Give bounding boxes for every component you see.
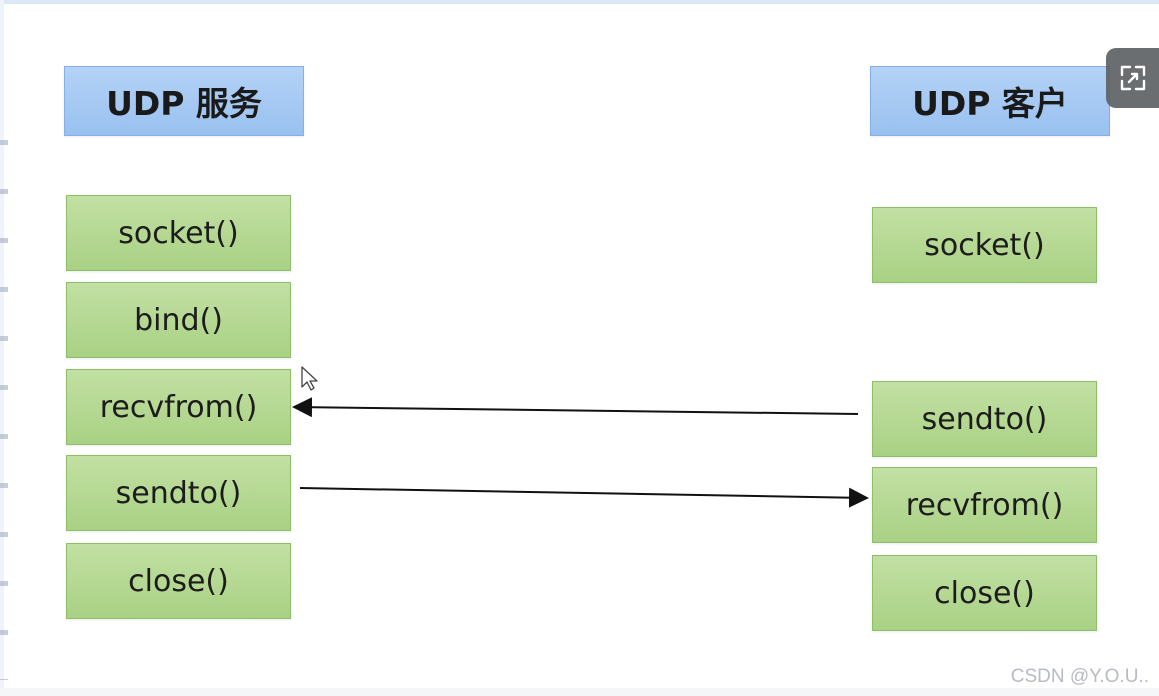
bottom-border bbox=[0, 688, 1159, 696]
server-to-client-arrow bbox=[299, 487, 869, 508]
client-step-recvfrom: recvfrom() bbox=[872, 467, 1097, 543]
server-header: UDP 服务 bbox=[64, 66, 304, 136]
server-step-bind: bind() bbox=[66, 282, 291, 358]
left-margin-marks bbox=[0, 120, 8, 680]
client-to-server-arrow bbox=[292, 397, 859, 418]
pointer-cursor-icon bbox=[301, 366, 318, 391]
expand-button[interactable] bbox=[1106, 48, 1159, 108]
client-step-sendto: sendto() bbox=[872, 381, 1097, 457]
expand-icon bbox=[1120, 65, 1145, 91]
server-step-socket: socket() bbox=[66, 195, 291, 271]
top-border bbox=[0, 0, 1159, 4]
watermark: CSDN @Y.O.U.. bbox=[1010, 666, 1149, 687]
server-step-close: close() bbox=[66, 543, 291, 619]
server-step-sendto: sendto() bbox=[66, 455, 291, 531]
client-step-socket: socket() bbox=[872, 207, 1097, 283]
client-header: UDP 客户 bbox=[870, 66, 1110, 136]
server-step-recvfrom: recvfrom() bbox=[66, 369, 291, 445]
client-step-close: close() bbox=[872, 555, 1097, 631]
